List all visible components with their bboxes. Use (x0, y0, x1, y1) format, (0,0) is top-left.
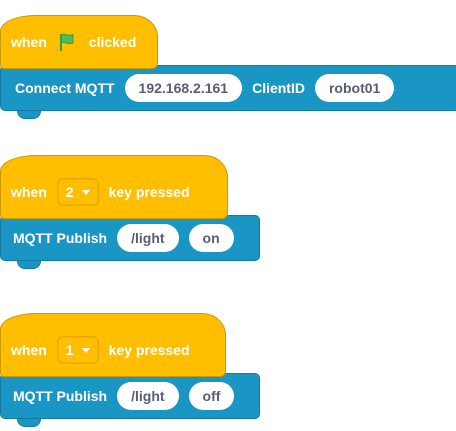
mqtt-publish-label: MQTT Publish (13, 230, 108, 246)
when-label: when (11, 184, 47, 200)
mqtt-publish-block[interactable]: MQTT Publish /light on (0, 215, 260, 261)
script-when-key-2-pressed[interactable]: when 2 key pressed MQTT Publish /light o… (0, 155, 260, 270)
client-id-label: ClientID (252, 80, 305, 96)
dropdown-arrow-icon (81, 347, 90, 353)
script-when-key-1-pressed[interactable]: when 1 key pressed MQTT Publish /light o… (0, 313, 260, 428)
clicked-label: clicked (88, 34, 137, 50)
when-flag-clicked-block[interactable]: when clicked (0, 15, 158, 69)
when-label: when (11, 34, 47, 50)
message-input[interactable]: on (188, 224, 234, 252)
topic-input[interactable]: /light (117, 382, 179, 410)
dropdown-arrow-icon (81, 189, 90, 195)
when-key-pressed-block[interactable]: when 1 key pressed (0, 313, 226, 377)
key-pressed-label: key pressed (108, 184, 190, 200)
topic-input[interactable]: /light (117, 224, 179, 252)
mqtt-host-input[interactable]: 192.168.2.161 (124, 74, 243, 102)
when-label: when (11, 342, 47, 358)
script-when-flag-clicked[interactable]: when clicked Connect MQTT 192.168.2.161 … (0, 15, 456, 125)
key-dropdown[interactable]: 1 (56, 336, 99, 364)
key-value: 1 (65, 342, 74, 358)
block-bottom-notch (17, 418, 41, 427)
connect-mqtt-label: Connect MQTT (15, 80, 115, 96)
block-bottom-notch (17, 260, 41, 269)
key-pressed-label: key pressed (108, 342, 190, 358)
key-dropdown[interactable]: 2 (56, 178, 99, 206)
when-key-pressed-block[interactable]: when 2 key pressed (0, 155, 228, 219)
green-flag-icon (57, 31, 79, 53)
client-id-input[interactable]: robot01 (314, 74, 395, 102)
mqtt-publish-block[interactable]: MQTT Publish /light off (0, 373, 260, 419)
connect-mqtt-block[interactable]: Connect MQTT 192.168.2.161 ClientID robo… (0, 65, 456, 111)
mqtt-publish-label: MQTT Publish (13, 388, 108, 404)
message-input[interactable]: off (188, 382, 235, 410)
key-value: 2 (65, 184, 74, 200)
block-bottom-notch (17, 110, 41, 119)
